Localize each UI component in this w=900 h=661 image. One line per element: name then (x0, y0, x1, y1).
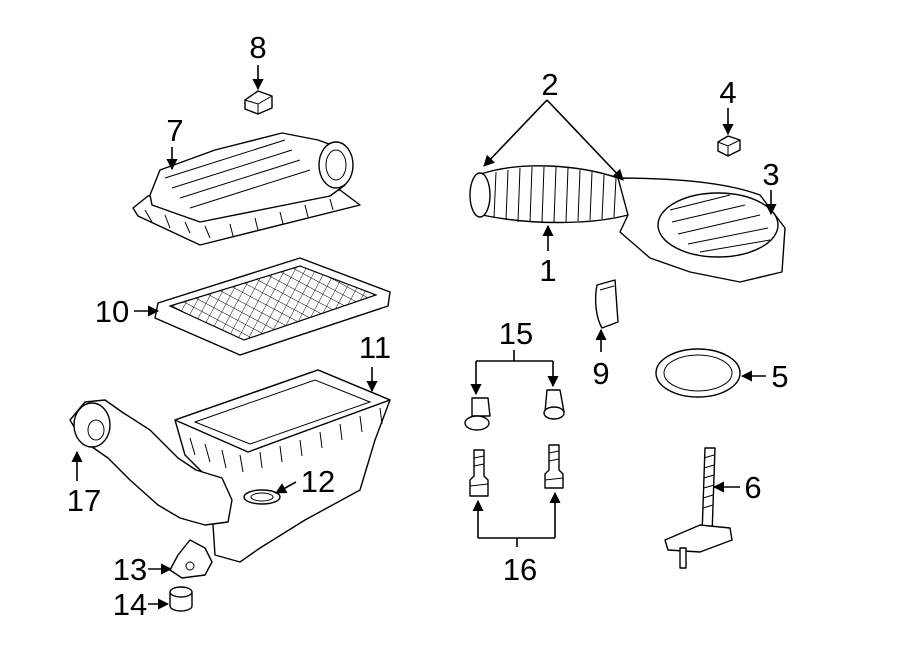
callout-5: 5 (771, 359, 788, 394)
part-4-nut (717, 135, 741, 157)
leader-lines (71, 65, 777, 610)
part-15-grommets (464, 389, 565, 431)
callout-16: 16 (503, 552, 537, 587)
callout-17: 17 (67, 483, 101, 518)
callout-10: 10 (95, 294, 129, 329)
part-10-air-filter (154, 257, 391, 356)
part-8-nut (244, 90, 273, 115)
callout-7: 7 (166, 113, 183, 148)
callout-13: 13 (113, 552, 147, 587)
callout-12: 12 (301, 464, 335, 499)
part-9-clip (594, 279, 619, 329)
callout-3: 3 (762, 157, 779, 192)
callout-2: 2 (541, 67, 558, 102)
part-1-outlet-duct (469, 165, 633, 224)
callout-labels: 8 7 2 4 3 1 10 9 5 11 15 12 6 17 16 13 1… (67, 30, 789, 622)
part-3-resonator (617, 177, 786, 283)
callout-15: 15 (499, 316, 533, 351)
leader-12 (275, 481, 297, 494)
part-14-bushing (169, 586, 193, 612)
callout-1: 1 (539, 253, 556, 288)
part-11-air-cleaner-housing (174, 369, 391, 563)
part-5-gasket (655, 348, 741, 398)
part-7-air-cleaner-cover (132, 132, 361, 246)
callout-6: 6 (744, 470, 761, 505)
callout-9: 9 (592, 356, 609, 391)
part-16-studs (469, 444, 564, 497)
callout-14: 14 (113, 587, 147, 622)
leader-15-bracket (476, 350, 553, 362)
part-6-stud-bracket (664, 447, 733, 569)
leader-2b (546, 99, 624, 181)
callout-11: 11 (359, 330, 391, 365)
leader-16-bracket (478, 537, 555, 547)
part-17-inlet-duct (69, 399, 233, 526)
callout-4: 4 (719, 75, 736, 110)
part-13-mount-bracket (169, 539, 213, 579)
callout-8: 8 (249, 30, 266, 65)
leader-2a (483, 99, 548, 167)
part-12-grommet (243, 489, 281, 505)
